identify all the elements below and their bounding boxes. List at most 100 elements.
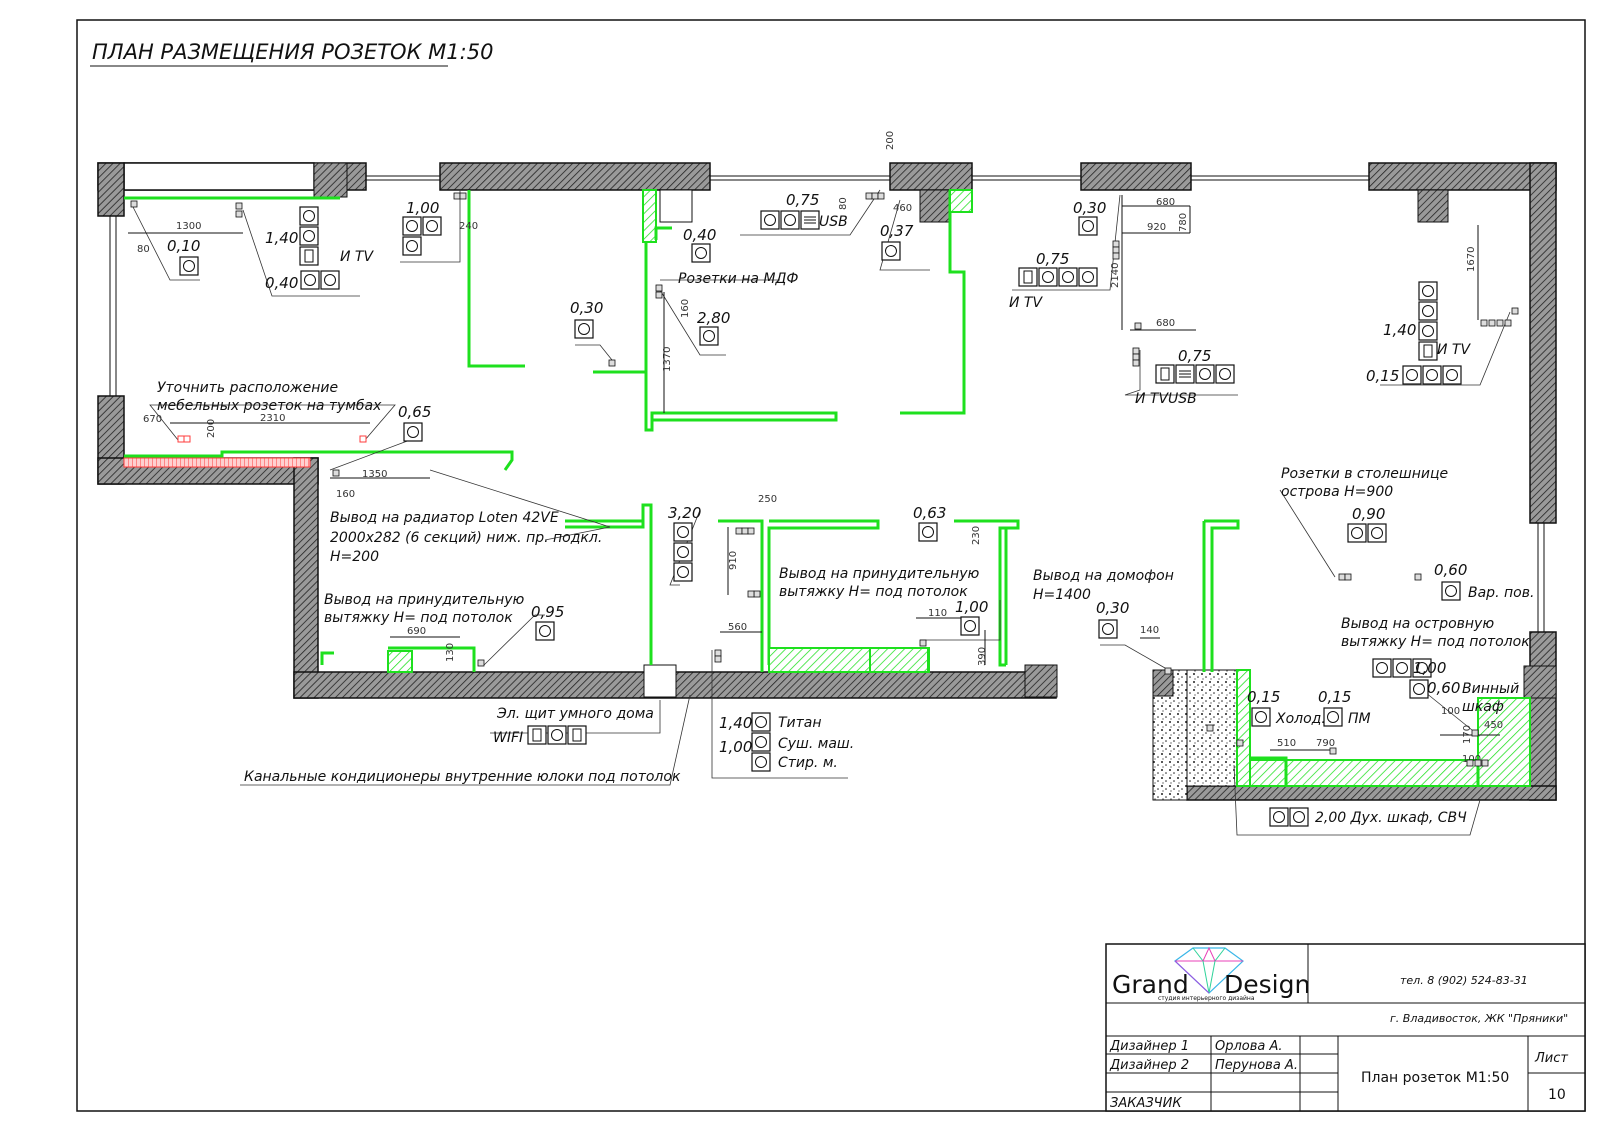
height-s13: 0,65	[398, 403, 431, 421]
height-s12b: 0,15	[1366, 367, 1399, 385]
height-fridge: 0,15	[1247, 688, 1280, 706]
label-washer: Стир. м.	[778, 755, 838, 771]
dim-230: 230	[971, 526, 982, 545]
dim-1300: 1300	[176, 221, 201, 232]
dim-200-left: 200	[206, 419, 217, 438]
height-s2a: 1,40	[265, 229, 298, 247]
height-s7: 2,80	[697, 309, 730, 327]
dim-100: 100	[1441, 706, 1460, 717]
dim-240: 240	[459, 221, 478, 232]
dim-390: 390	[977, 647, 988, 666]
height-s18: 0,30	[1096, 599, 1129, 617]
height-wine-2: 0,60	[1427, 679, 1460, 697]
wiring-partitions	[123, 189, 1531, 787]
dim-460: 460	[893, 203, 912, 214]
label-intercom-2: Н=1400	[1033, 587, 1091, 603]
dim-1670: 1670	[1466, 247, 1477, 272]
socket-heights: 0,10 1,40 И TV 0,40 1,00 0,75 USB 0,37 0…	[167, 191, 1534, 621]
label-exhaust1-2: вытяжку Н= под потолок	[324, 610, 513, 626]
height-s4: 0,75	[786, 191, 819, 209]
dim-130: 130	[445, 643, 456, 662]
label-wifi: WIFI	[493, 730, 523, 746]
label-ac-units: Канальные кондиционеры внутренние юлоки …	[244, 769, 681, 785]
dim-560: 560	[728, 622, 747, 633]
drawing-name: План розеток М1:50	[1361, 1070, 1509, 1086]
label-island-1: Розетки в столешнице	[1281, 466, 1448, 482]
height-s16: 0,95	[531, 603, 564, 621]
label-dishwasher: ПМ	[1348, 711, 1371, 727]
height-s14: 3,20	[668, 504, 701, 522]
label-exhaust2-1: Вывод на принудительную	[779, 566, 980, 582]
label-wine-2: шкаф	[1462, 699, 1504, 715]
dim-910: 910	[728, 551, 739, 570]
title-block: Grand Design студия интерьерного дизайна…	[1105, 943, 1586, 1112]
height-s2b: 0,40	[265, 274, 298, 292]
height-s12a: 1,40	[1383, 321, 1416, 339]
diamond-logo-icon	[1174, 946, 1244, 994]
label-island-hood-1: Вывод на островную	[1341, 616, 1494, 632]
dim-140: 140	[1140, 625, 1159, 636]
leaders	[128, 189, 1511, 836]
height-s10: 0,75	[1036, 250, 1069, 268]
company-name-1: Grand	[1112, 970, 1189, 999]
label-clarify-2: мебельных розеток на тумбах	[157, 398, 382, 414]
dim-170: 170	[1462, 725, 1473, 744]
dim-2140: 2140	[1110, 263, 1121, 288]
name-2: Перунова А.	[1215, 1058, 1298, 1073]
dim-670: 670	[143, 414, 162, 425]
label-radiator-3: Н=200	[330, 549, 379, 565]
dim-1350: 1350	[362, 469, 387, 480]
height-dryer: 1,00	[719, 738, 752, 756]
label-oven: 2,00 Дух. шкаф, СВЧ	[1315, 810, 1467, 826]
label-island-2: острова Н=900	[1281, 484, 1393, 500]
role-1: Дизайнер 1	[1109, 1039, 1189, 1054]
dim-920: 920	[1147, 222, 1166, 233]
suffix-s4: USB	[819, 214, 848, 230]
dim-2310: 2310	[260, 413, 285, 424]
label-radiator-2: 2000х282 (6 секций) ниж. пр. подкл.	[330, 530, 602, 546]
name-1: Орлова А.	[1215, 1039, 1283, 1054]
sheet-label: Лист	[1534, 1051, 1568, 1066]
dim-80: 80	[137, 244, 150, 255]
dim-160: 160	[680, 299, 691, 318]
dim-200-top: 200	[885, 131, 896, 150]
label-dryer: Суш. маш.	[778, 736, 854, 752]
walls	[97, 162, 1557, 801]
sheet-frame	[76, 19, 1586, 1112]
height-s5: 0,37	[880, 222, 914, 240]
role-2: Дизайнер 2	[1109, 1058, 1189, 1073]
label-island-hood-2: вытяжку Н= под потолок	[1341, 634, 1530, 650]
suffix-s12a: И TV	[1437, 342, 1471, 358]
phone: тел. 8 (902) 524-83-31	[1400, 974, 1528, 987]
dim-110: 110	[928, 608, 947, 619]
socket-symbols	[179, 206, 1462, 827]
suffix-s10: И TV	[1009, 295, 1043, 311]
label-wine: Винный	[1462, 681, 1519, 697]
dim-690: 690	[407, 626, 426, 637]
label-clarify-1: Уточнить расположение	[157, 380, 338, 396]
dimension-labels: 1300 80 240 200 460 80 160 1370 680 920 …	[137, 131, 1503, 765]
height-s17: 1,00	[955, 598, 988, 616]
height-titan: 1,40	[719, 714, 752, 732]
label-smart-home: Эл. щит умного дома	[496, 706, 654, 722]
label-mdf: Розетки на МДФ	[678, 271, 798, 287]
dim-510: 510	[1277, 738, 1296, 749]
suffix-s20: Вар. пов.	[1468, 585, 1534, 601]
height-dishwasher: 0,15	[1318, 688, 1351, 706]
suffix-s2a: И TV	[340, 249, 374, 265]
address: г. Владивосток, ЖК "Пряники"	[1390, 1012, 1568, 1025]
label-titan: Титан	[778, 715, 822, 731]
height-wine-1: 1,00	[1413, 659, 1446, 677]
dim-1370: 1370	[662, 347, 673, 372]
customer-label: ЗАКАЗЧИК	[1110, 1096, 1182, 1111]
label-radiator-1: Вывод на радиатор Loten 42VE	[330, 510, 559, 526]
dim-160b: 160	[336, 489, 355, 500]
dim-780: 780	[1178, 213, 1189, 232]
sheet-title: ПЛАН РАЗМЕЩЕНИЯ РОЗЕТОК М1:50	[92, 40, 493, 64]
suffix-s11: И TVUSB	[1135, 391, 1197, 407]
height-s6: 0,40	[683, 226, 716, 244]
sheet-number: 10	[1548, 1087, 1566, 1103]
height-s20: 0,60	[1434, 561, 1467, 579]
